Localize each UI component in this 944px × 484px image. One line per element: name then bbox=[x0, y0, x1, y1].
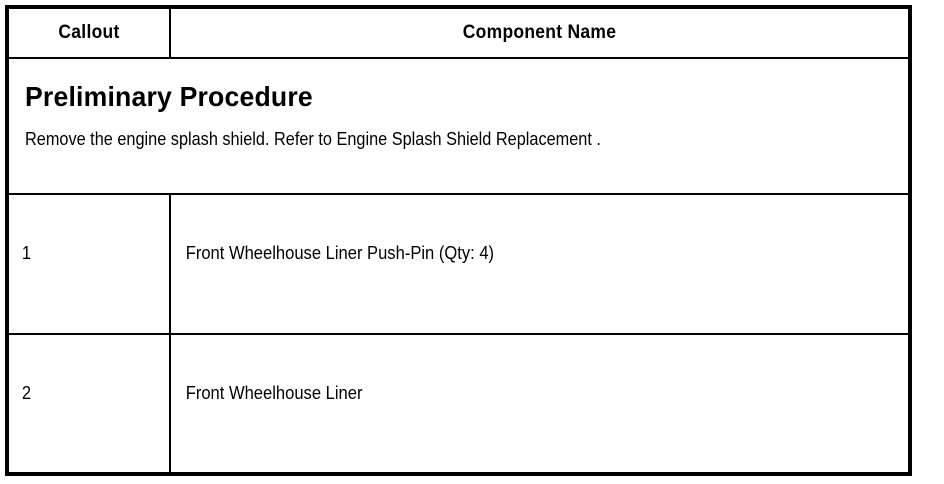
callout-cell: 1 bbox=[9, 194, 171, 335]
callout-number: 1 bbox=[21, 243, 32, 263]
callout-cell: 2 bbox=[9, 334, 171, 474]
table-row: 2 Front Wheelhouse Liner bbox=[9, 334, 908, 474]
preliminary-procedure-title: Preliminary Procedure bbox=[25, 81, 313, 112]
parts-table-grid: Callout Component Name Preliminary Proce… bbox=[9, 9, 908, 474]
component-name: Front Wheelhouse Liner bbox=[185, 383, 363, 403]
table-header-row: Callout Component Name bbox=[9, 9, 908, 59]
preliminary-procedure-row: Preliminary Procedure Remove the engine … bbox=[9, 58, 908, 195]
column-header-callout: Callout bbox=[58, 22, 120, 43]
column-header-component-name: Component Name bbox=[462, 22, 617, 43]
table-row: 1 Front Wheelhouse Liner Push-Pin (Qty: … bbox=[9, 194, 908, 335]
parts-table: Callout Component Name Preliminary Proce… bbox=[5, 5, 912, 476]
callout-number: 2 bbox=[21, 383, 32, 403]
preliminary-procedure-text: Remove the engine splash shield. Refer t… bbox=[25, 129, 601, 149]
header-cell-callout: Callout bbox=[9, 9, 171, 59]
header-cell-component: Component Name bbox=[170, 9, 908, 59]
component-cell: Front Wheelhouse Liner Push-Pin (Qty: 4) bbox=[170, 194, 908, 335]
component-cell: Front Wheelhouse Liner bbox=[170, 334, 908, 474]
preliminary-procedure-cell: Preliminary Procedure Remove the engine … bbox=[9, 58, 908, 195]
component-name: Front Wheelhouse Liner Push-Pin (Qty: 4) bbox=[185, 243, 495, 263]
